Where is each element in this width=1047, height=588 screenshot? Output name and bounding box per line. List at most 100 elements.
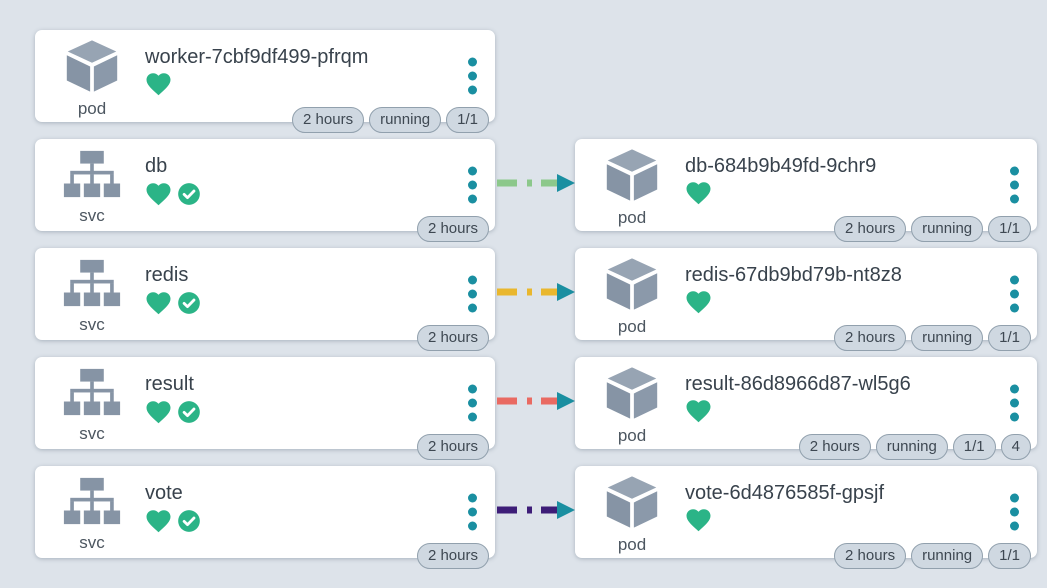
health-indicators xyxy=(685,181,712,205)
node-title: vote xyxy=(145,482,183,504)
card-db-svc[interactable]: svc db 2 hours xyxy=(35,139,495,242)
kebab-menu-icon[interactable] xyxy=(1006,490,1023,535)
row-vote: svc vote 2 hours xyxy=(0,466,1047,569)
pod-icon xyxy=(66,40,118,92)
badge-age: 2 hours xyxy=(416,434,489,460)
badge-list: 2 hours running 1/1 4 xyxy=(798,434,1031,460)
node-type-label: pod xyxy=(617,535,647,554)
healthy-heart-icon xyxy=(146,73,171,96)
card-result-svc[interactable]: svc result 2 hours xyxy=(35,357,495,460)
pod-icon xyxy=(606,367,658,419)
node-type-label: pod xyxy=(617,426,647,445)
badge-list: 2 hours xyxy=(416,434,489,460)
badge-count: 4 xyxy=(1000,434,1031,460)
health-indicators xyxy=(145,290,202,316)
card-result-pod[interactable]: pod result-86d8966d87-wl5g6 2 hours runn… xyxy=(575,357,1037,460)
node-title: db xyxy=(145,155,168,177)
node-type-label: svc xyxy=(79,206,105,225)
kebab-menu-icon[interactable] xyxy=(464,163,481,208)
badge-status: running xyxy=(911,325,984,351)
healthy-heart-icon xyxy=(686,400,711,423)
pod-icon xyxy=(606,149,658,201)
node-icon-block: svc xyxy=(59,148,125,224)
ready-check-icon xyxy=(178,183,200,205)
healthy-heart-icon xyxy=(686,182,711,205)
ready-check-icon xyxy=(178,510,200,532)
kebab-menu-icon[interactable] xyxy=(464,490,481,535)
health-indicators xyxy=(685,290,712,314)
healthy-heart-icon xyxy=(146,183,171,206)
badge-list: 2 hours running 1/1 xyxy=(834,325,1031,351)
node-title: result xyxy=(145,373,194,395)
health-indicators xyxy=(685,508,712,532)
badge-list: 2 hours running 1/1 xyxy=(292,107,489,133)
arrowhead-icon xyxy=(557,392,575,410)
healthy-heart-icon xyxy=(686,291,711,314)
badge-status: running xyxy=(875,434,948,460)
badge-ready: 1/1 xyxy=(988,543,1031,569)
badge-age: 2 hours xyxy=(834,216,907,242)
badge-list: 2 hours xyxy=(416,325,489,351)
edge-db-to-pod xyxy=(497,174,575,192)
badge-status: running xyxy=(911,543,984,569)
badge-age: 2 hours xyxy=(798,434,871,460)
svc-icon xyxy=(63,150,121,198)
card-worker-pod[interactable]: pod worker-7cbf9df499-pfrqm 2 hours runn… xyxy=(35,30,495,133)
healthy-heart-icon xyxy=(686,509,711,532)
svc-icon xyxy=(63,259,121,307)
health-indicators xyxy=(145,181,202,207)
row-db: svc db 2 hours xyxy=(0,139,1047,242)
badge-list: 2 hours running 1/1 xyxy=(834,216,1031,242)
badge-status: running xyxy=(911,216,984,242)
card-vote-pod[interactable]: pod vote-6d4876585f-gpsjf 2 hours runnin… xyxy=(575,466,1037,569)
badge-age: 2 hours xyxy=(292,107,365,133)
arrowhead-icon xyxy=(557,174,575,192)
healthy-heart-icon xyxy=(146,510,171,533)
node-type-label: svc xyxy=(79,533,105,552)
kebab-menu-icon[interactable] xyxy=(1006,272,1023,317)
badge-status: running xyxy=(369,107,442,133)
ready-check-icon xyxy=(178,292,200,314)
edge-vote-to-pod xyxy=(497,501,575,519)
node-title: worker-7cbf9df499-pfrqm xyxy=(145,46,369,68)
badge-ready: 1/1 xyxy=(446,107,489,133)
health-indicators xyxy=(145,508,202,534)
node-icon-block: svc xyxy=(59,257,125,333)
card-redis-svc[interactable]: svc redis 2 hours xyxy=(35,248,495,351)
kebab-menu-icon[interactable] xyxy=(464,272,481,317)
badge-age: 2 hours xyxy=(416,325,489,351)
node-title: redis xyxy=(145,264,189,286)
node-icon-block: svc xyxy=(59,475,125,551)
badge-age: 2 hours xyxy=(834,543,907,569)
health-indicators xyxy=(145,399,202,425)
card-db-pod[interactable]: pod db-684b9b49fd-9chr9 2 hours running … xyxy=(575,139,1037,242)
health-indicators xyxy=(685,399,712,423)
kebab-menu-icon[interactable] xyxy=(1006,163,1023,208)
kebab-menu-icon[interactable] xyxy=(1006,381,1023,426)
node-icon-block: pod xyxy=(599,148,665,226)
health-indicators xyxy=(145,72,172,96)
row-result: svc result 2 hours xyxy=(0,357,1047,460)
node-title: redis-67db9bd79b-nt8z8 xyxy=(685,264,902,286)
pod-icon xyxy=(606,258,658,310)
node-type-label: pod xyxy=(617,208,647,227)
svc-icon xyxy=(63,477,121,525)
healthy-heart-icon xyxy=(146,401,171,424)
badge-ready: 1/1 xyxy=(988,325,1031,351)
badge-list: 2 hours running 1/1 xyxy=(834,543,1031,569)
svc-icon xyxy=(63,368,121,416)
node-icon-block: pod xyxy=(599,366,665,444)
node-type-label: pod xyxy=(617,317,647,336)
card-vote-svc[interactable]: svc vote 2 hours xyxy=(35,466,495,569)
node-title: db-684b9b49fd-9chr9 xyxy=(685,155,877,177)
kebab-menu-icon[interactable] xyxy=(464,54,481,99)
node-icon-block: pod xyxy=(599,475,665,553)
row-worker: pod worker-7cbf9df499-pfrqm 2 hours runn… xyxy=(0,30,1047,133)
row-redis: svc redis 2 hours xyxy=(0,248,1047,351)
card-redis-pod[interactable]: pod redis-67db9bd79b-nt8z8 2 hours runni… xyxy=(575,248,1037,351)
edge-redis-to-pod xyxy=(497,283,575,301)
kebab-menu-icon[interactable] xyxy=(464,381,481,426)
badge-age: 2 hours xyxy=(416,216,489,242)
pod-icon xyxy=(606,476,658,528)
